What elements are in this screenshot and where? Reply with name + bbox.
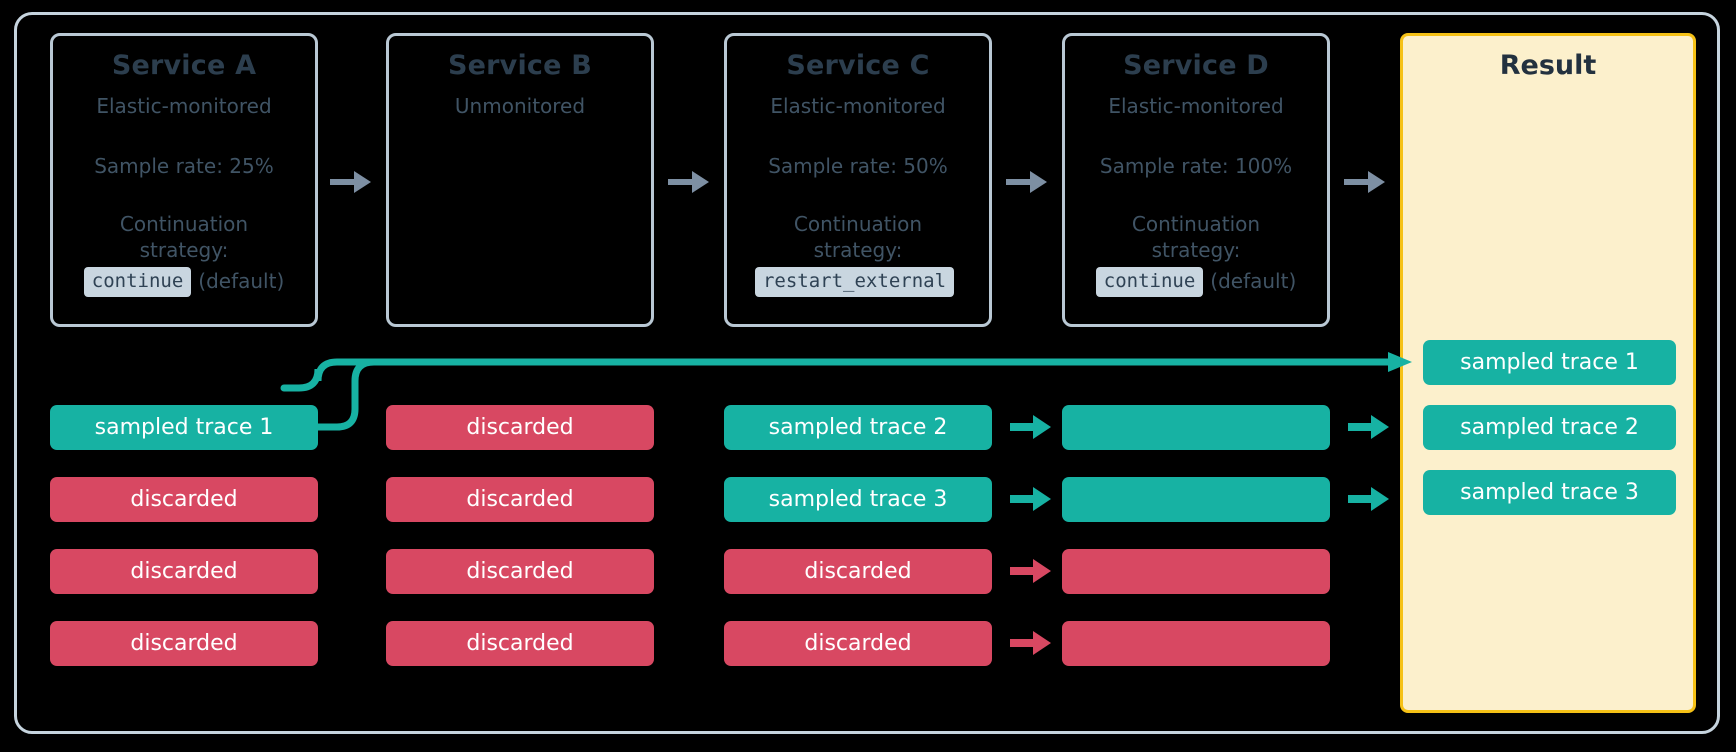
service-a-strategy-value: continue: [83, 267, 192, 297]
service-d-strategy-note: (default): [1210, 269, 1297, 294]
result-trace-1-label: sampled trace 1: [1460, 350, 1639, 375]
result-trace-2: sampled trace 2: [1423, 405, 1676, 450]
service-d-title: Service D: [1123, 50, 1269, 81]
service-a-strategy-line: continue (default): [83, 267, 285, 297]
flow-arrow-d-to-result-icon: [1344, 168, 1386, 196]
trace-row-b-1-label: discarded: [466, 414, 574, 440]
service-a-title: Service A: [111, 50, 257, 81]
service-a-strategy: Continuation strategy: continue (default…: [83, 212, 285, 297]
service-card-service-c: Service C Elastic-monitored Sample rate:…: [724, 33, 992, 327]
trace-row-c-3: discarded: [724, 549, 992, 594]
trace-row-b-3-label: discarded: [466, 558, 574, 584]
service-card-service-a: Service A Elastic-monitored Sample rate:…: [50, 33, 318, 327]
trace-arrow-d2-to-result-icon: [1348, 486, 1390, 512]
trace-row-c-1-label: sampled trace 2: [768, 414, 948, 440]
trace-row-b-2: discarded: [386, 477, 654, 522]
service-d-strategy-label-1: Continuation: [1131, 212, 1261, 237]
trace-row-a-4-label: discarded: [130, 630, 238, 656]
trace-row-b-3: discarded: [386, 549, 654, 594]
service-c-strategy-label-1: Continuation: [793, 212, 923, 237]
service-c-strategy-value: restart_external: [754, 267, 955, 297]
service-c-strategy-label-2: strategy:: [813, 237, 903, 262]
service-c-strategy: Continuation strategy: restart_external: [754, 212, 961, 297]
trace-row-c-2: sampled trace 3: [724, 477, 992, 522]
trace-arrow-c4-to-d4-icon: [1010, 630, 1052, 656]
flow-arrow-b-to-c-icon: [668, 168, 710, 196]
trace-row-c-4-label: discarded: [804, 630, 912, 656]
trace-arrow-c3-to-d3-icon: [1010, 558, 1052, 584]
trace-row-a-4: discarded: [50, 621, 318, 666]
trace-arrow-d1-to-result-icon: [1348, 414, 1390, 440]
service-a-strategy-note: (default): [198, 269, 285, 294]
trace-row-a-3: discarded: [50, 549, 318, 594]
trace-row-b-2-label: discarded: [466, 486, 574, 512]
result-title: Result: [1499, 50, 1597, 81]
service-c-sample-rate: Sample rate: 50%: [768, 154, 948, 179]
flow-arrow-c-to-d-icon: [1006, 168, 1048, 196]
service-d-strategy-label-2: strategy:: [1151, 237, 1241, 262]
trace-row-b-4-label: discarded: [466, 630, 574, 656]
trace-row-d-3: [1062, 549, 1330, 594]
service-d-strategy-line: continue (default): [1095, 267, 1297, 297]
trace-arrow-c2-to-d2-icon: [1010, 486, 1052, 512]
service-card-service-b: Service B Unmonitored: [386, 33, 654, 327]
service-a-monitoring: Elastic-monitored: [96, 94, 272, 119]
trace-row-d-2: [1062, 477, 1330, 522]
trace-row-b-4: discarded: [386, 621, 654, 666]
trace-row-c-2-label: sampled trace 3: [768, 486, 948, 512]
service-card-service-d: Service D Elastic-monitored Sample rate:…: [1062, 33, 1330, 327]
service-a-strategy-label-1: Continuation: [119, 212, 249, 237]
trace-row-a-1-label: sampled trace 1: [94, 414, 274, 440]
service-a-sample-rate: Sample rate: 25%: [94, 154, 274, 179]
trace-row-d-4: [1062, 621, 1330, 666]
service-b-monitoring: Unmonitored: [454, 94, 586, 119]
service-d-monitoring: Elastic-monitored: [1108, 94, 1284, 119]
service-c-monitoring: Elastic-monitored: [770, 94, 946, 119]
trace-row-b-1: discarded: [386, 405, 654, 450]
trace-arrow-c1-to-d1-icon: [1010, 414, 1052, 440]
service-c-strategy-line: restart_external: [754, 267, 961, 297]
trace-row-c-3-label: discarded: [804, 558, 912, 584]
service-d-strategy-value: continue: [1095, 267, 1204, 297]
trace-row-a-2-label: discarded: [130, 486, 238, 512]
service-c-title: Service C: [786, 50, 930, 81]
service-b-title: Service B: [447, 50, 593, 81]
trace-row-a-3-label: discarded: [130, 558, 238, 584]
service-d-sample-rate: Sample rate: 100%: [1099, 154, 1293, 179]
service-d-strategy: Continuation strategy: continue (default…: [1095, 212, 1297, 297]
service-a-strategy-label-2: strategy:: [139, 237, 229, 262]
result-trace-3: sampled trace 3: [1423, 470, 1676, 515]
trace-row-c-1: sampled trace 2: [724, 405, 992, 450]
result-trace-2-label: sampled trace 2: [1460, 415, 1639, 440]
trace-row-a-1: sampled trace 1: [50, 405, 318, 450]
trace-row-d-1: [1062, 405, 1330, 450]
trace-row-a-2: discarded: [50, 477, 318, 522]
result-trace-1: sampled trace 1: [1423, 340, 1676, 385]
flow-arrow-a-to-b-icon: [330, 168, 372, 196]
result-trace-3-label: sampled trace 3: [1460, 480, 1639, 505]
trace-row-c-4: discarded: [724, 621, 992, 666]
